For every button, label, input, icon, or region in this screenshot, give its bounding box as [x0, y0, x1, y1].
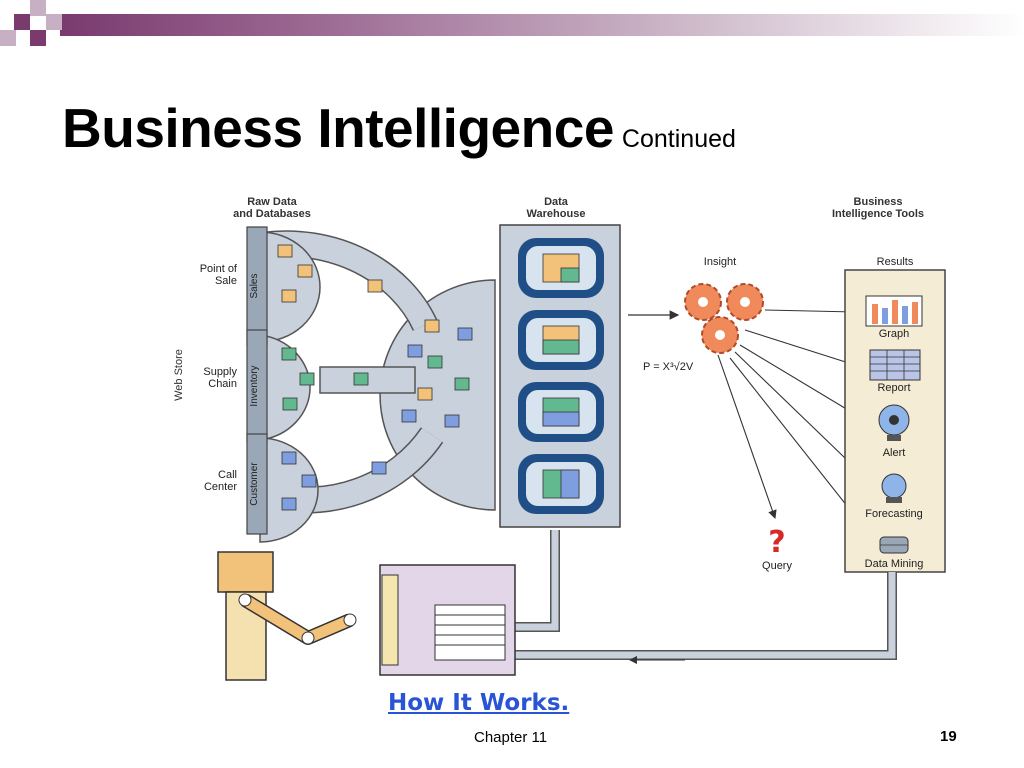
insight-label: Insight [704, 256, 736, 268]
report-icon [869, 349, 921, 381]
question-mark-icon: ? [768, 525, 785, 560]
workstation-illustration [217, 551, 516, 681]
source-pos-line2: Sale [215, 275, 237, 287]
raw-data-header-line1: Raw Data [247, 196, 297, 208]
source-supply-line1: Supply [203, 366, 237, 378]
result-data-mining-label: Data Mining [865, 558, 924, 570]
subtitle-text: Continued [621, 125, 736, 153]
db-customer: Customer [246, 433, 268, 535]
bi-diagram: Raw Data and Databases Data Warehouse Bu… [173, 196, 946, 681]
title-text: Business Intelligence [62, 97, 614, 159]
alert-icon [878, 404, 910, 441]
results-title: Results [877, 256, 914, 268]
output-pipes [515, 530, 897, 664]
result-forecasting-label: Forecasting [865, 508, 922, 520]
source-pos-line1: Point of [200, 263, 238, 275]
db-sales-label: Sales [249, 273, 260, 298]
diagram-caption: How It Works. [388, 690, 570, 716]
source-supply-line2: Chain [208, 378, 237, 390]
customer-dome [259, 437, 319, 543]
result-alert-label: Alert [883, 447, 906, 459]
graph-icon [865, 295, 923, 327]
crystal-ball-icon [881, 473, 907, 503]
formula-text: P = X³√2V [643, 361, 694, 373]
raw-data-header-line2: and Databases [233, 208, 311, 220]
db-inventory: Inventory [246, 329, 268, 443]
query-label: Query [762, 560, 792, 572]
data-warehouse [499, 224, 621, 528]
inventory-dome [259, 334, 311, 441]
source-call-line1: Call [218, 469, 237, 481]
header-gradient-band [60, 14, 1024, 36]
web-store-label: Web Store [173, 349, 185, 401]
db-customer-label: Customer [249, 462, 260, 506]
data-warehouse-header-line2: Warehouse [527, 208, 586, 220]
page-number: 19 [940, 728, 957, 745]
db-inventory-label: Inventory [249, 365, 260, 406]
data-cubes [277, 244, 473, 511]
footer-chapter: Chapter 11 [474, 729, 548, 746]
result-graph-label: Graph [879, 328, 910, 340]
bi-tools-header-line1: Business [854, 196, 903, 208]
result-report-label: Report [877, 382, 910, 394]
db-sales: Sales [246, 226, 268, 346]
sales-dome [259, 231, 321, 343]
bi-tools-header-line2: Intelligence Tools [832, 208, 924, 220]
data-mining-icon [879, 536, 909, 554]
source-call-line2: Center [204, 481, 237, 493]
gears-icon [684, 283, 764, 354]
data-warehouse-header-line1: Data [544, 196, 569, 208]
